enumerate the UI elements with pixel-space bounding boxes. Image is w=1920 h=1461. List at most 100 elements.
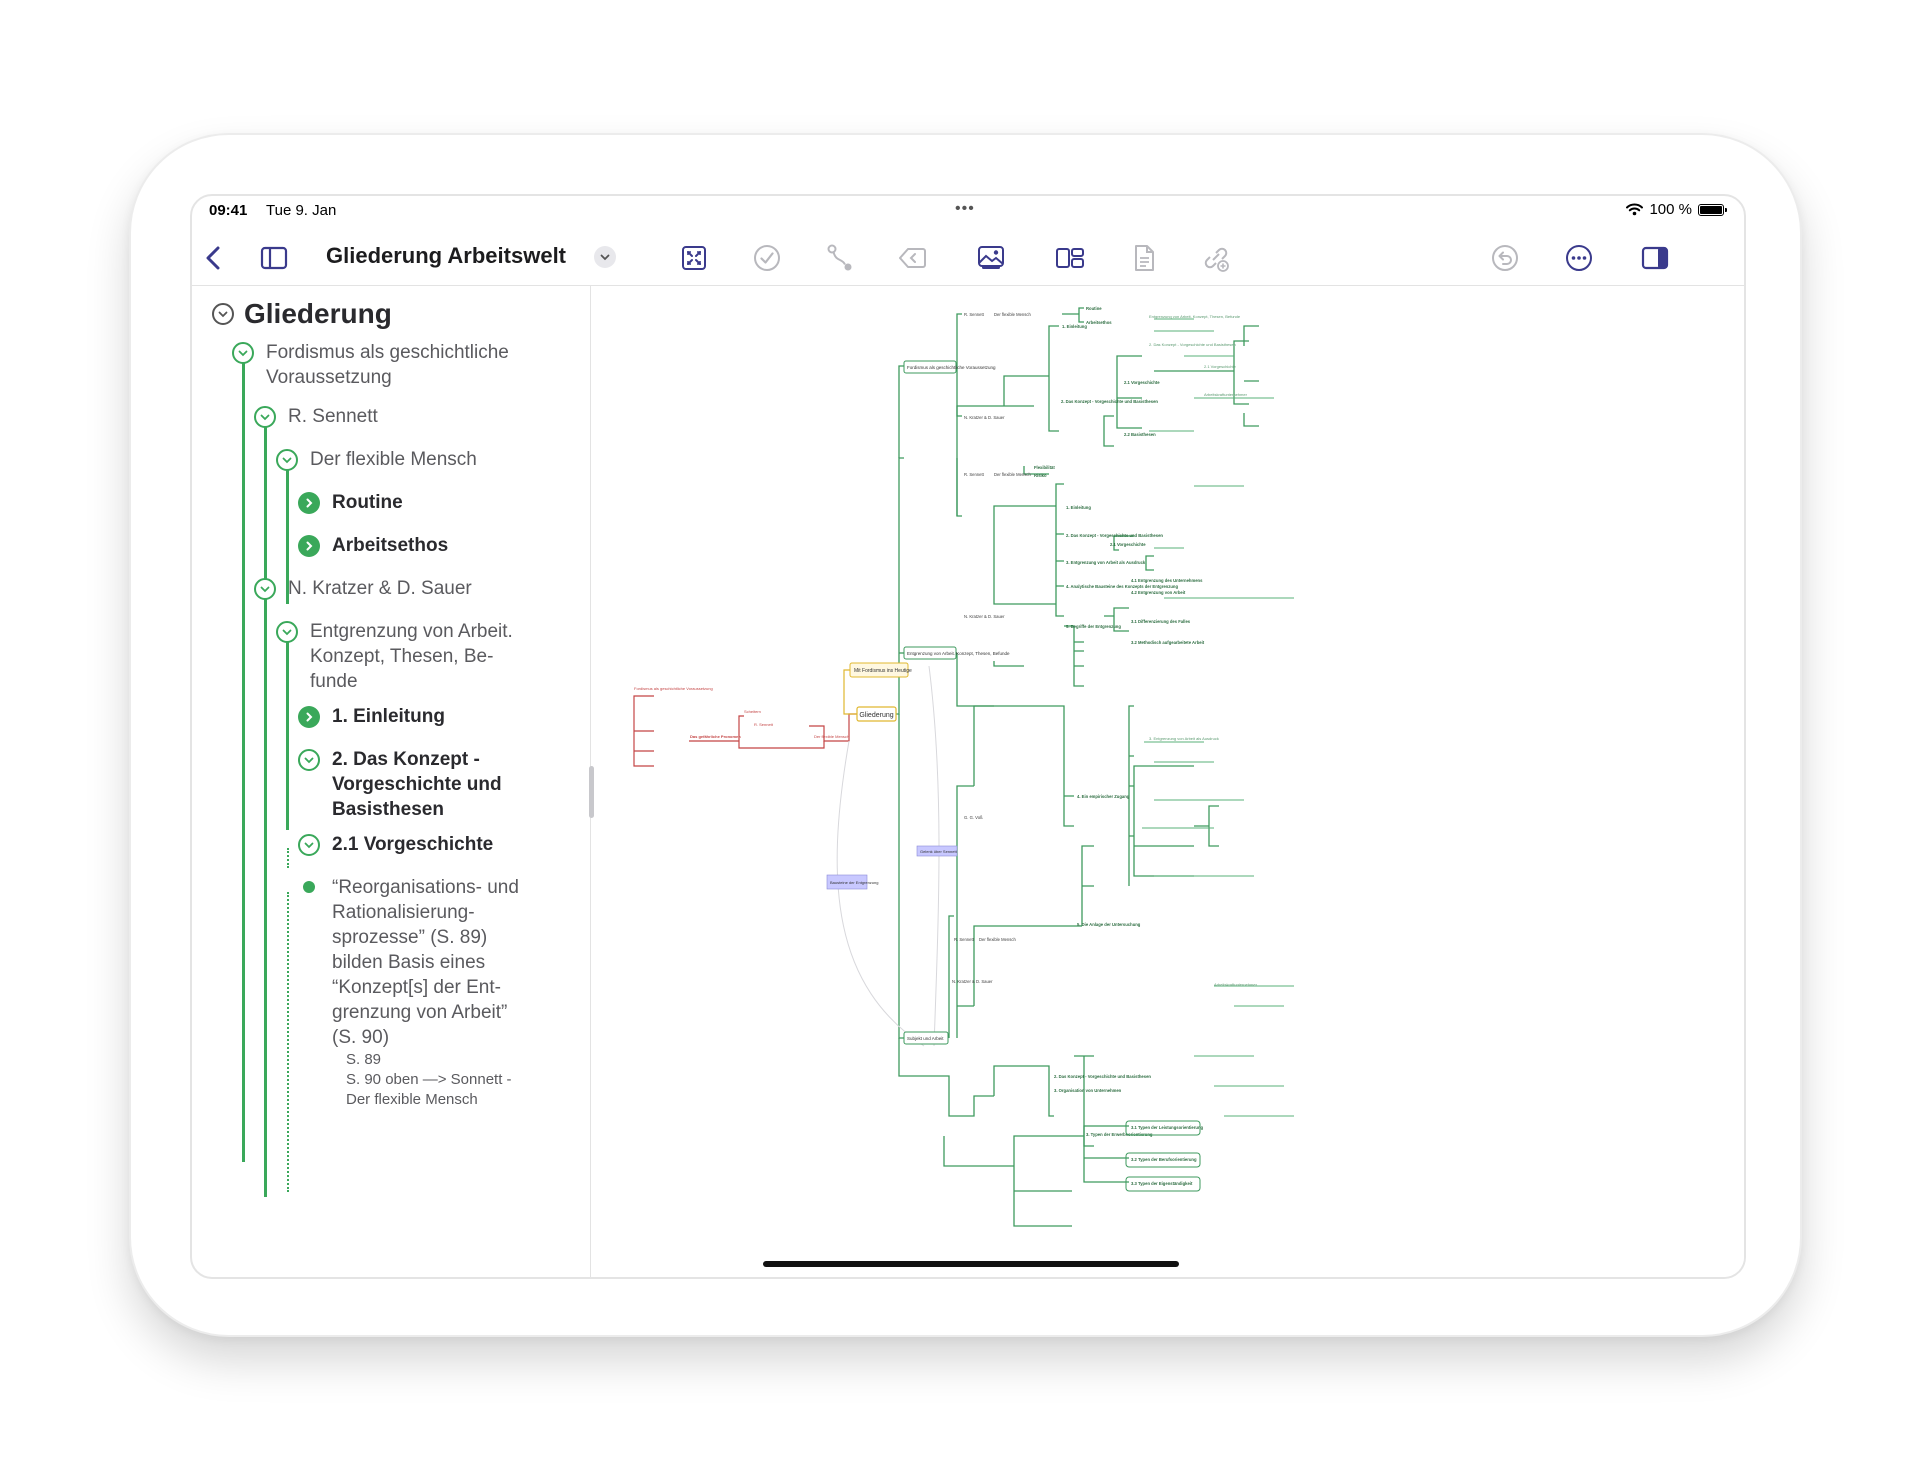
mindmap-node-label: 4. Ein empirischer Zugang bbox=[1077, 794, 1130, 799]
focus-icon[interactable] bbox=[674, 238, 714, 278]
outline-item[interactable]: 2.1 Vorgeschichte bbox=[298, 832, 493, 857]
mindmap-node-label: Fordismus als geschichtliche Voraussetzu… bbox=[634, 686, 713, 691]
outline-root-label: Gliederung bbox=[244, 298, 392, 329]
outline-item-label: 2. Das Konzept - Vorgeschichte und Basis… bbox=[332, 749, 502, 820]
outline-note: S. 89 S. 90 oben —> Sonnett - Der flexib… bbox=[346, 1050, 512, 1110]
mindmap-node-label: Entgrenzung von Arbeit. Konzept, Thesen,… bbox=[907, 651, 1010, 656]
mindmap-node[interactable] bbox=[903, 360, 957, 374]
mindmap-canvas[interactable]: Gliederung Mit Fordismus ins Heutige For… bbox=[594, 286, 1744, 1277]
expand-chevron-icon[interactable] bbox=[298, 492, 320, 514]
mindmap-node-label: N. Kratzer & D. Sauer bbox=[964, 415, 1005, 420]
expand-chevron-icon[interactable] bbox=[298, 535, 320, 557]
mindmap-node-label: Routine bbox=[1086, 306, 1102, 311]
mindmap-node-label: Gelenk über Sennett bbox=[920, 849, 958, 854]
mindmap-node-label: Arbeitskraftunternehmer bbox=[1204, 392, 1248, 397]
outline-item[interactable]: 1. Einleitung bbox=[298, 704, 445, 729]
outline-item[interactable]: N. Kratzer & D. Sauer bbox=[254, 576, 472, 601]
title-dropdown-icon[interactable] bbox=[594, 246, 616, 268]
mindmap-node-label: R. Sennett bbox=[964, 472, 985, 477]
bullet-dot-icon bbox=[303, 881, 315, 893]
mindmap-node-label: Arbeitsethos bbox=[1086, 320, 1112, 325]
mindmap-node-label: 2.1 Vorgeschichte bbox=[1110, 542, 1146, 547]
collapse-chevron-icon[interactable] bbox=[254, 578, 276, 600]
checkmark-icon[interactable] bbox=[747, 238, 787, 278]
mindmap-central-topic[interactable] bbox=[856, 706, 897, 722]
collapse-chevron-icon[interactable] bbox=[212, 303, 234, 325]
mindmap-central-label: Gliederung bbox=[859, 712, 893, 719]
mindmap-node-label: 2.1 Vorgeschichte bbox=[1124, 380, 1160, 385]
document-icon[interactable] bbox=[1124, 238, 1164, 278]
mindmap-node-label: 3.1 Differenzierung des Falles bbox=[1131, 619, 1191, 624]
mindmap-node-label: 5. Die Anlage der Untersuchung bbox=[1077, 922, 1141, 927]
document-title[interactable]: Gliederung Arbeitswelt bbox=[326, 243, 567, 268]
split-divider-handle[interactable] bbox=[589, 766, 594, 818]
tag-icon[interactable] bbox=[893, 238, 933, 278]
layout-icon[interactable] bbox=[1050, 238, 1090, 278]
collapse-chevron-icon[interactable] bbox=[276, 621, 298, 643]
mindmap-node-label: 2.2 Basisthesen bbox=[1124, 432, 1156, 437]
mindmap-node-label: Der flexible Mensch bbox=[814, 734, 849, 739]
mindmap-node-label: Der flexible Mensch bbox=[994, 312, 1031, 317]
inspector-icon[interactable] bbox=[1635, 238, 1675, 278]
mindmap-node[interactable] bbox=[1125, 1176, 1201, 1192]
relationship-icon[interactable] bbox=[820, 238, 860, 278]
mindmap-node[interactable] bbox=[849, 662, 909, 678]
outline-item-label: Fordismus als geschichtliche Voraussetzu… bbox=[266, 342, 509, 388]
outline-item[interactable]: R. Sennett bbox=[254, 404, 378, 429]
outline-item-label: “Reorganisations- und Rationalisierung-s… bbox=[332, 877, 519, 1048]
mindmap-node-label: Der flexible Mensch bbox=[979, 937, 1016, 942]
link-add-icon[interactable] bbox=[1195, 238, 1235, 278]
highlighted-note[interactable] bbox=[826, 874, 868, 890]
back-chevron-icon[interactable] bbox=[194, 238, 234, 278]
multitask-dots-icon[interactable]: ••• bbox=[955, 200, 975, 217]
mindmap-node-label: 1. Einleitung bbox=[1062, 324, 1087, 329]
mindmap-node-label: G. G. Voß bbox=[964, 815, 983, 820]
image-icon[interactable] bbox=[971, 238, 1011, 278]
highlighted-note[interactable] bbox=[916, 845, 958, 857]
battery-icon bbox=[1698, 203, 1727, 216]
mindmap-node-label: 3. Typen der Erwerbsorientierung bbox=[1086, 1132, 1153, 1137]
outline-sidebar: Gliederung Fordismus als geschichtliche … bbox=[192, 286, 591, 1277]
outline-item[interactable]: Der flexible Mensch bbox=[276, 447, 477, 472]
mindmap-node-label: 2. Das Konzept - Vorgeschichte und Basis… bbox=[1149, 342, 1236, 347]
home-indicator[interactable] bbox=[763, 1261, 1179, 1267]
outline-guide-line bbox=[286, 640, 289, 830]
collapse-chevron-icon[interactable] bbox=[276, 449, 298, 471]
more-icon[interactable] bbox=[1559, 238, 1599, 278]
mindmap-node-label: 2. Das Konzept - Vorgeschichte und Basis… bbox=[1054, 1074, 1151, 1079]
mindmap-node-label: R. Sennett bbox=[954, 937, 975, 942]
mindmap-node-label: 2. Das Konzept - Vorgeschichte und Basis… bbox=[1061, 399, 1158, 404]
mindmap-node-label: N. Kratzer & D. Sauer bbox=[952, 979, 993, 984]
outline-guide-line bbox=[286, 468, 289, 604]
outline-guide-dots bbox=[287, 848, 289, 868]
status-bar: 09:41 Tue 9. Jan ••• 100 % bbox=[192, 196, 1744, 230]
mindmap-node-label: 1. Einleitung bbox=[1066, 505, 1091, 510]
collapse-chevron-icon[interactable] bbox=[298, 749, 320, 771]
mindmap-node[interactable] bbox=[903, 1031, 949, 1045]
collapse-chevron-icon[interactable] bbox=[298, 834, 320, 856]
undo-icon[interactable] bbox=[1485, 238, 1525, 278]
outline-root[interactable]: Gliederung bbox=[212, 298, 392, 330]
mindmap-node[interactable] bbox=[1125, 1120, 1201, 1136]
outline-item[interactable]: “Reorganisations- und Rationalisierung-s… bbox=[298, 875, 578, 1050]
wifi-icon bbox=[1626, 203, 1644, 216]
mindmap-node-label: 4. Analytische Bausteine des Konzepts de… bbox=[1066, 584, 1178, 589]
note-line: S. 90 oben —> Sonnett - bbox=[346, 1071, 512, 1088]
outline-item[interactable]: 2. Das Konzept - Vorgeschichte und Basis… bbox=[298, 747, 578, 822]
outline-item[interactable]: Fordismus als geschichtliche Voraussetzu… bbox=[232, 340, 562, 390]
battery-percent: 100 % bbox=[1649, 201, 1692, 218]
sidebar-icon[interactable] bbox=[254, 238, 294, 278]
mindmap-node-label: 3. Organisation von Unternehmen bbox=[1054, 1088, 1122, 1093]
mindmap-svg[interactable]: Gliederung Mit Fordismus ins Heutige For… bbox=[594, 286, 1744, 1277]
mindmap-node-label: Arbeitskraftunternehmer bbox=[1214, 982, 1258, 987]
mindmap-node[interactable] bbox=[903, 646, 957, 660]
outline-item[interactable]: Arbeitsethos bbox=[298, 533, 448, 558]
outline-item-label: Entgrenzung von Arbeit. Konzept, Thesen,… bbox=[310, 621, 513, 692]
collapse-chevron-icon[interactable] bbox=[232, 342, 254, 364]
outline-item[interactable]: Entgrenzung von Arbeit. Konzept, Thesen,… bbox=[276, 619, 576, 694]
outline-item[interactable]: Routine bbox=[298, 490, 403, 515]
status-time: 09:41 bbox=[209, 202, 248, 219]
collapse-chevron-icon[interactable] bbox=[254, 406, 276, 428]
expand-chevron-icon[interactable] bbox=[298, 706, 320, 728]
mindmap-node[interactable] bbox=[1125, 1152, 1201, 1168]
